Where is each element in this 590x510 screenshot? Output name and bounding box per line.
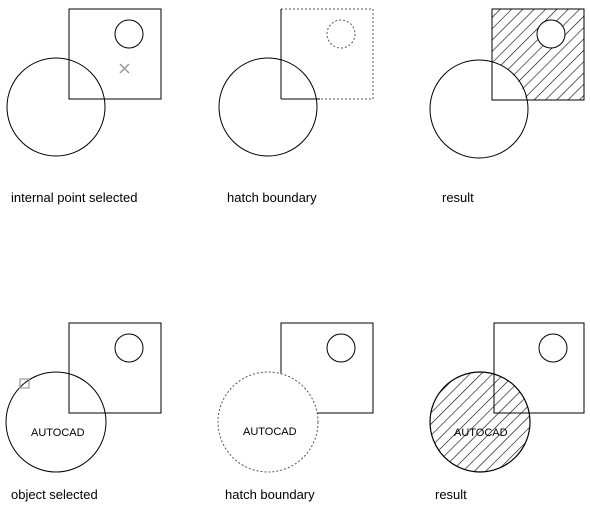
dotted-small-circle xyxy=(326,19,356,49)
square-outline xyxy=(68,8,162,100)
caption-object-selected: object selected xyxy=(11,487,98,502)
large-circle xyxy=(5,371,107,473)
small-circle xyxy=(536,19,566,49)
panel-1-drawing xyxy=(6,8,162,157)
pick-point-x-icon xyxy=(119,63,130,74)
autocad-text: AUTOCAD xyxy=(243,426,297,438)
small-circle xyxy=(114,19,144,49)
panel-2-drawing xyxy=(218,8,374,157)
panel-3-drawing xyxy=(429,8,585,159)
large-circle xyxy=(218,57,318,157)
caption-hatch-boundary-bottom: hatch boundary xyxy=(225,487,315,502)
top-row-diagram xyxy=(6,8,585,159)
pick-box-icon xyxy=(19,378,30,389)
square-outline xyxy=(491,8,585,101)
caption-internal-point-selected: internal point selected xyxy=(11,190,138,205)
panel-bottom-row: AUTOCAD AUTOCAD AUTOCAD object selected … xyxy=(0,255,590,510)
large-circle xyxy=(429,59,529,159)
panel-6-drawing: AUTOCAD xyxy=(429,322,585,473)
panel-5-drawing: AUTOCAD xyxy=(217,322,374,473)
caption-result-top: result xyxy=(442,190,474,205)
panel-4-drawing: AUTOCAD xyxy=(5,322,162,473)
bottom-row-diagram: AUTOCAD AUTOCAD AUTOCAD xyxy=(5,322,585,473)
panel-internal-point-selected: internal point selected hatch boundary r… xyxy=(6,8,585,205)
dotted-large-circle xyxy=(217,371,319,473)
square-outline xyxy=(280,322,374,414)
hatched-region xyxy=(492,9,584,100)
autocad-text: AUTOCAD xyxy=(31,427,85,439)
caption-hatch-boundary-top: hatch boundary xyxy=(227,190,317,205)
small-circle xyxy=(538,333,568,363)
large-circle xyxy=(6,57,106,157)
square-outline xyxy=(493,322,585,414)
square-corner-overlay xyxy=(493,372,529,414)
small-circle xyxy=(114,333,144,363)
dotted-boundary xyxy=(280,8,374,100)
autocad-text: AUTOCAD xyxy=(454,427,508,439)
square-outline xyxy=(68,322,162,414)
hatched-large-circle xyxy=(429,371,531,473)
caption-result-bottom: result xyxy=(435,487,467,502)
small-circle xyxy=(326,333,356,363)
